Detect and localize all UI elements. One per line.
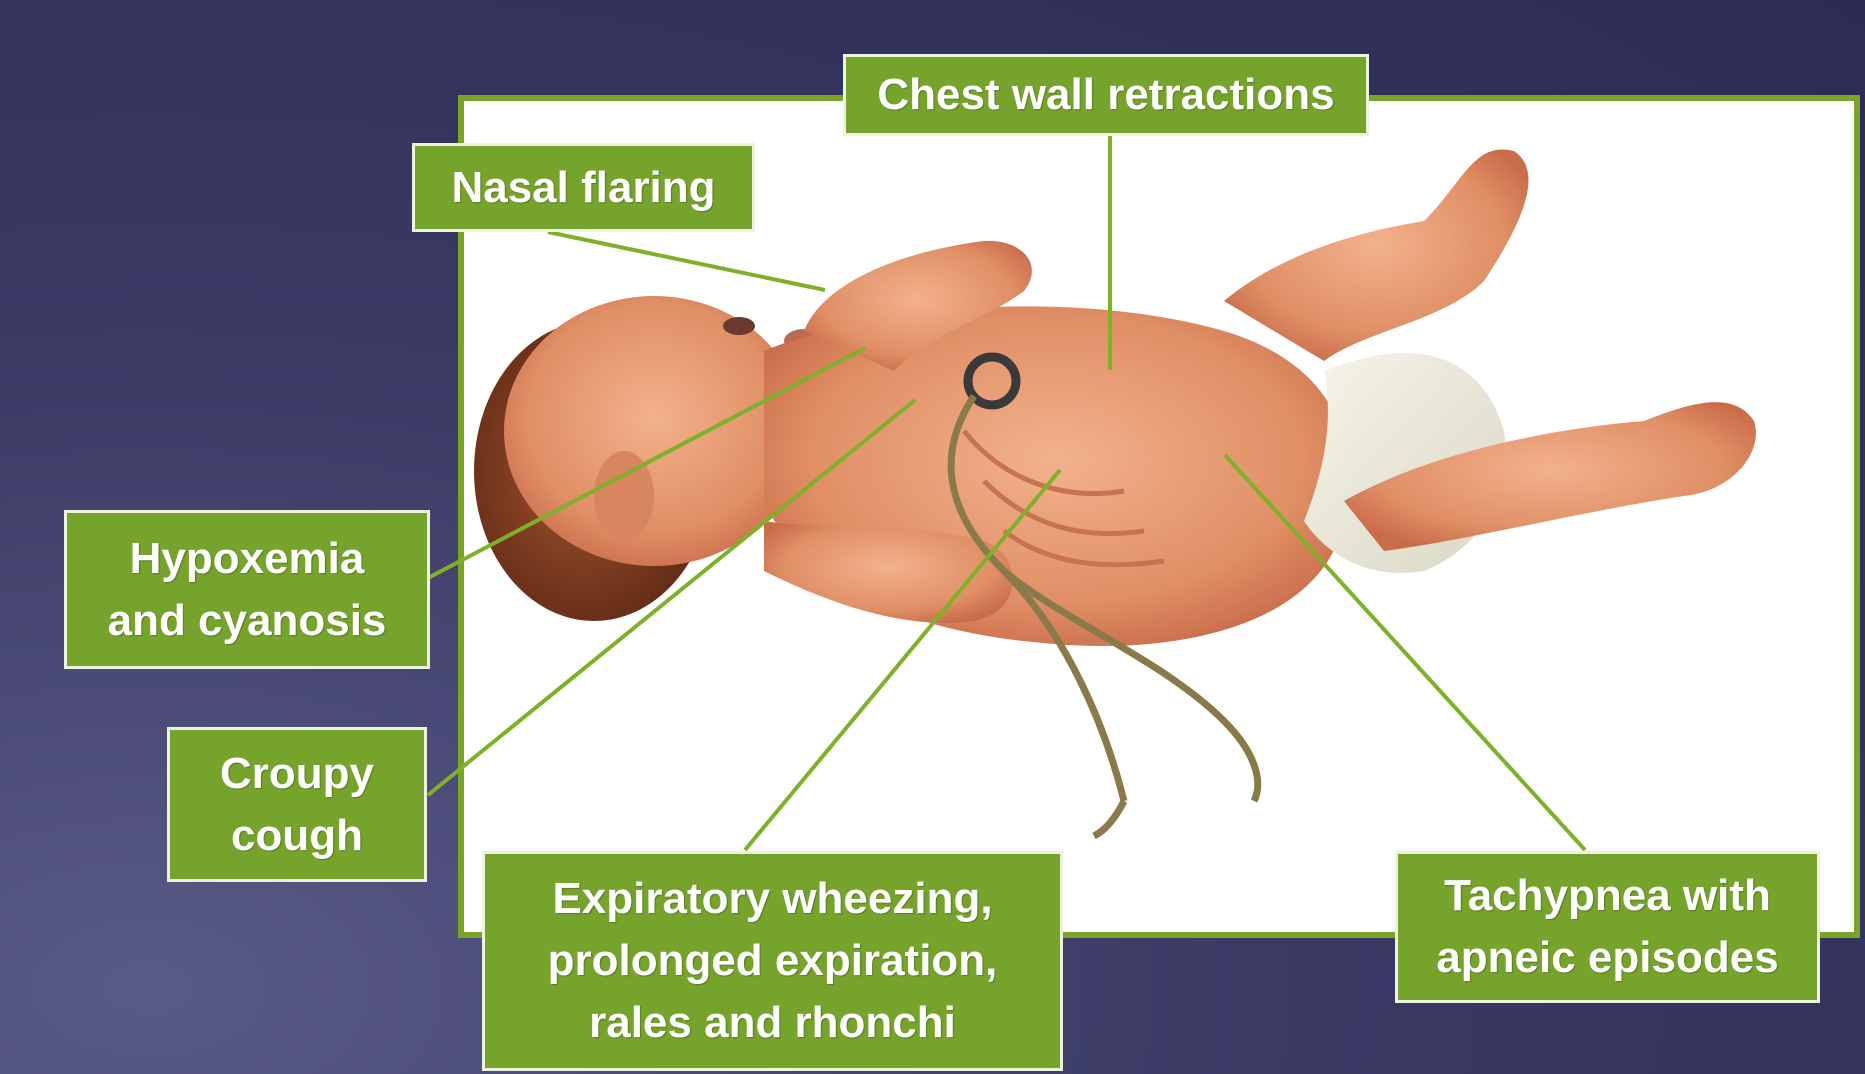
infant-leg-upper [1224, 149, 1528, 361]
label-chest-wall-retractions: Chest wall retractions [843, 54, 1369, 136]
label-tachypnea-with-apneic-episodes: Tachypnea with apneic episodes [1395, 851, 1820, 1003]
label-croupy-cough: Croupy cough [167, 727, 427, 882]
label-hypoxemia-and-cyanosis: Hypoxemia and cyanosis [64, 510, 430, 669]
label-nasal-flaring: Nasal flaring [412, 143, 755, 232]
infant-face [504, 296, 804, 566]
label-expiratory-wheezing: Expiratory wheezing, prolonged expiratio… [482, 851, 1063, 1071]
